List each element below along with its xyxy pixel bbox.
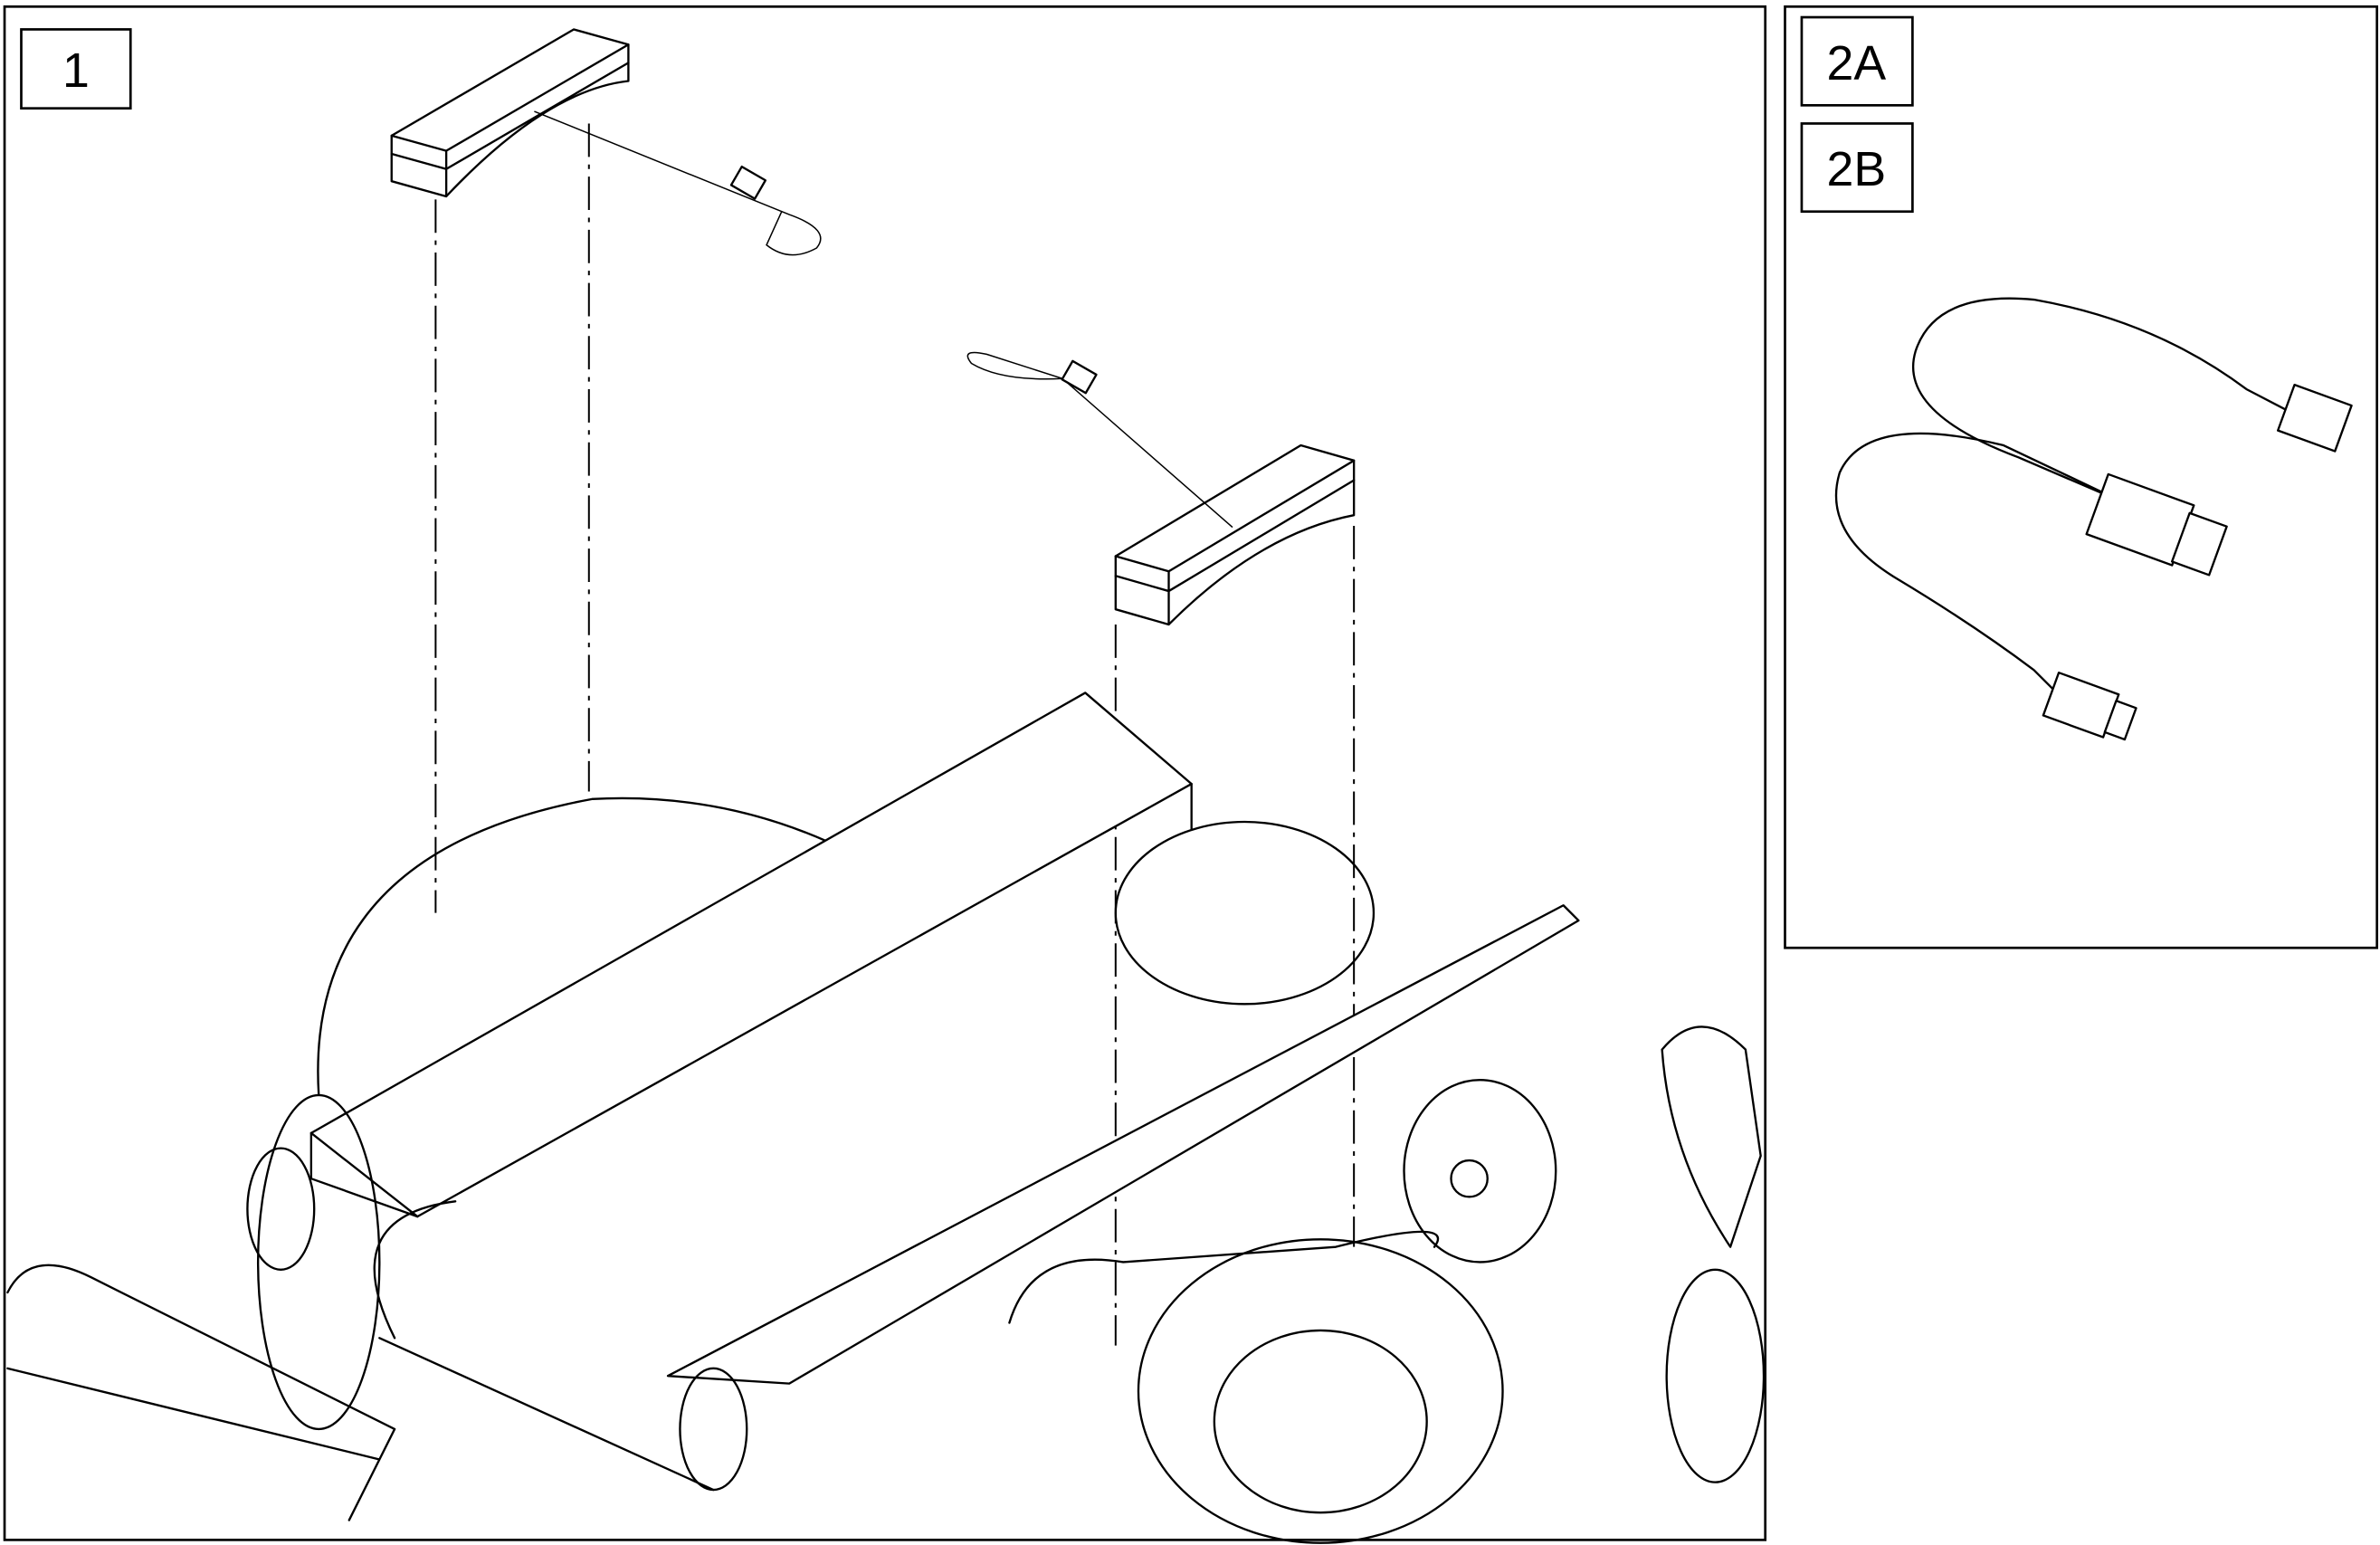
panel-2: 2A 2B: [1784, 5, 2378, 949]
panel-1: 1: [3, 5, 1767, 1544]
bracket-icon: [679, 1367, 748, 1492]
panel-2a-label-box: [1800, 15, 1914, 107]
panel-2a-label: 2A: [1827, 36, 1887, 91]
pad-right: [966, 351, 1356, 626]
wheelchair-base: [6, 691, 1766, 1544]
panel-2b-label: 2B: [1827, 142, 1887, 196]
connector-2a-icon: [2277, 383, 2353, 453]
drive-wheel: [1137, 1238, 1504, 1544]
motor: [1403, 1078, 1557, 1264]
bracket-icon: [246, 1147, 316, 1271]
connector-icon: [1061, 359, 1098, 395]
wiring-harness: [1834, 297, 2353, 741]
caster-wheel: [1665, 1268, 1766, 1483]
panel-1-label-box: [20, 28, 132, 110]
panel-2-border: [1784, 5, 2378, 949]
panel-1-border: [3, 5, 1767, 1541]
panel-2b-label-box: [1800, 122, 1914, 214]
connector-icon: [729, 165, 767, 200]
panel-1-label: 1: [62, 43, 90, 98]
pad-left: [390, 28, 822, 256]
